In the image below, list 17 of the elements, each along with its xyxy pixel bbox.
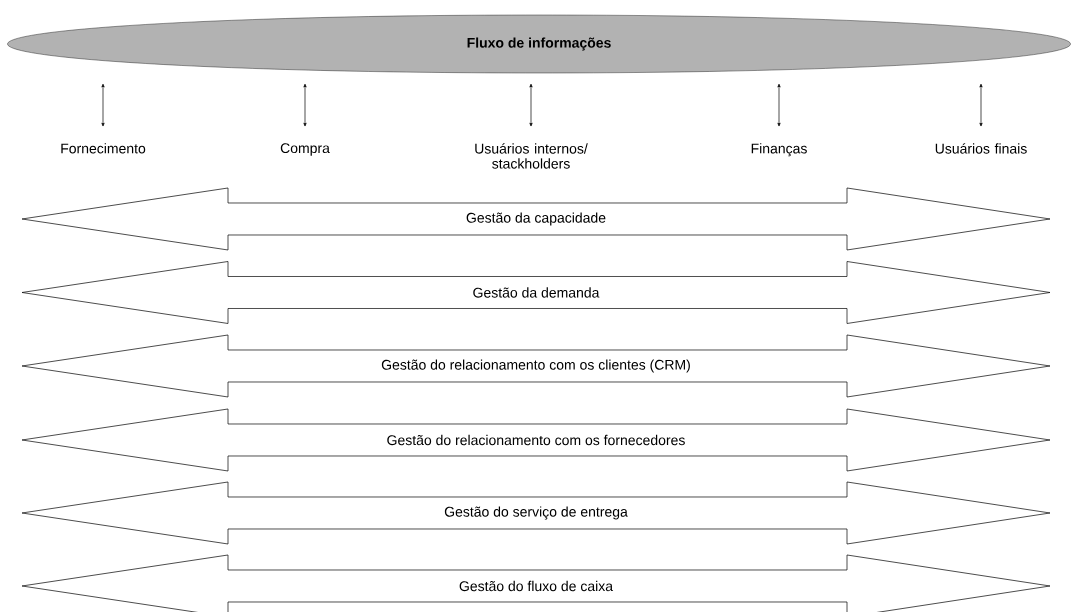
double-arrow (979, 83, 983, 127)
double-arrow (777, 83, 781, 127)
double-arrow-band: Gestão do relacionamento com os clientes (CRM) (21, 334, 1051, 398)
double-arrow-band: Gestão do relacionamento com os fornecedores (21, 408, 1051, 472)
double-arrow (101, 83, 105, 127)
ellipse-banner: Fluxo de informações (7, 14, 1071, 74)
double-arrow (303, 83, 307, 127)
double-arrow-band: Gestão da capacidade (21, 187, 1051, 251)
text-label: Compra (280, 143, 330, 156)
text-label: Usuários finais (935, 143, 1027, 154)
text-label: Finanças (751, 143, 807, 157)
text-label: Usuários internos/ stackholders (475, 143, 588, 169)
double-arrow-band: Gestão do fluxo de caixa (21, 554, 1051, 612)
double-arrow-band: Gestão da demanda (21, 261, 1051, 324)
double-arrow-band: Gestão do serviço de entrega (21, 481, 1051, 545)
double-arrow (529, 83, 533, 127)
text-label: Fornecimento (61, 143, 146, 154)
